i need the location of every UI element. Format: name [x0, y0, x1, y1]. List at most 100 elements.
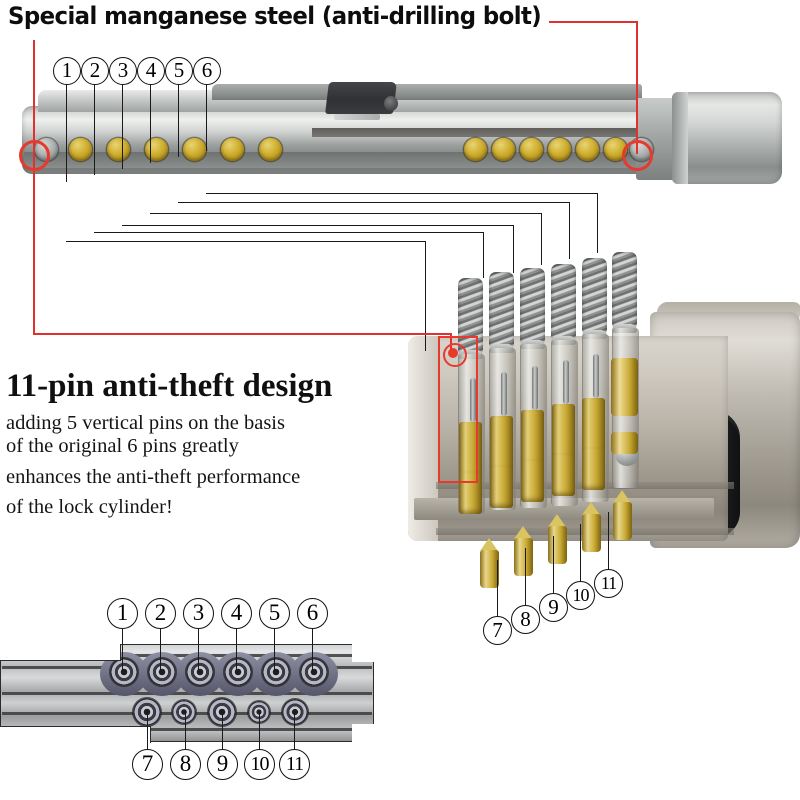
- body-line-3: enhances the anti-theft performance: [6, 466, 301, 488]
- vertical-pin: [480, 550, 499, 588]
- vertical-pin: [613, 502, 632, 540]
- schematic-badge-4: 4: [221, 598, 252, 629]
- callout-badge-5: 5: [165, 57, 193, 85]
- headline: 11-pin anti-theft design: [6, 368, 333, 404]
- key-pin-upper: [552, 454, 575, 496]
- callout-badge-6: 6: [193, 57, 221, 85]
- callout-label: 5: [268, 600, 281, 625]
- schematic-leader-2: [160, 629, 162, 673]
- schematic-leader-3: [198, 629, 200, 673]
- vertical-pin-tip: [480, 538, 498, 551]
- vertical-pin-pointer-horizontal: [33, 333, 452, 336]
- callout-badge-1: 1: [53, 57, 81, 85]
- callout-label: 9: [216, 751, 229, 776]
- driver-pin: [552, 404, 575, 460]
- callout-label: 2: [154, 600, 167, 625]
- schematic-leader-7: [147, 712, 149, 750]
- driver-rod: [501, 372, 507, 416]
- schematic-badge-10: 10: [244, 749, 275, 780]
- cutaway-cylinder-render: [400, 250, 800, 630]
- schematic-pin-hole-1: [110, 658, 138, 686]
- driver-pin-barrel-lower: [611, 432, 638, 454]
- leader-drop-5: [569, 202, 571, 259]
- vertical-pin-marker-dot: [448, 348, 458, 358]
- body-line-2: of the original 6 pins greatly: [6, 435, 239, 457]
- page-title: Special manganese steel (anti-drilling b…: [8, 2, 542, 30]
- body-line-1: adding 5 vertical pins on the basis: [6, 412, 285, 434]
- schematic-badge-7: 7: [132, 749, 163, 780]
- anti-drill-bolt-highlight-right: [622, 140, 653, 171]
- schematic-leader-8: [185, 712, 187, 750]
- callout-label: 11: [285, 753, 304, 775]
- left-edge-red-line: [33, 40, 36, 335]
- schematic-badge-6: 6: [297, 598, 328, 629]
- leader-jog-3: [122, 225, 514, 227]
- brass-pin: [576, 138, 599, 161]
- schematic-leader-4: [236, 629, 238, 673]
- callout-label: 5: [173, 58, 185, 82]
- brass-pin: [145, 138, 168, 161]
- leader-jog-6: [206, 193, 598, 195]
- leader-drop-3: [513, 225, 515, 273]
- brass-pin: [107, 138, 130, 161]
- schematic-blade-notch-bottom: [0, 726, 151, 743]
- callout-badge-2: 2: [81, 57, 109, 85]
- callout-label: 8: [520, 607, 531, 631]
- leader-drop-1: [425, 241, 427, 351]
- driver-pin-barrel: [611, 358, 638, 416]
- schematic-badge-1: 1: [107, 598, 138, 629]
- vertical-pin: [582, 514, 601, 552]
- callout-label: 4: [230, 600, 243, 625]
- anti-drill-bolt-highlight-left: [19, 140, 50, 171]
- vertical-pin-tip: [613, 490, 631, 503]
- driver-rod: [563, 360, 569, 404]
- leader-line-1: [66, 85, 68, 182]
- cam-tab-shine: [334, 114, 380, 120]
- callout-label: 9: [548, 595, 559, 619]
- schematic-badge-9: 9: [207, 749, 238, 780]
- callout-label: 11: [600, 573, 617, 593]
- vertical-pin: [548, 526, 567, 564]
- cutaway-leader-11: [608, 512, 610, 570]
- vertical-pin-tip: [514, 526, 532, 539]
- cutaway-leader-7: [497, 560, 499, 618]
- schematic-leader-10: [259, 712, 261, 750]
- schematic-badge-5: 5: [259, 598, 290, 629]
- callout-label: 6: [201, 58, 213, 82]
- callout-badge-3: 3: [109, 57, 137, 85]
- schematic-leader-6: [312, 629, 314, 673]
- schematic-leader-9: [222, 712, 224, 750]
- callout-label: 6: [306, 600, 319, 625]
- leader-jog-1: [66, 241, 426, 243]
- leader-line-5: [178, 85, 180, 157]
- callout-badge-9-cutaway: 9: [539, 593, 568, 622]
- driver-rod: [593, 354, 599, 398]
- brass-pin: [548, 138, 571, 161]
- callout-badge-4: 4: [137, 57, 165, 85]
- schematic-blade-notch-top: [0, 644, 121, 661]
- leader-jog-5: [178, 202, 570, 204]
- callout-label: 4: [145, 58, 157, 82]
- driver-rod: [470, 378, 476, 422]
- schematic-pin-hole-3: [186, 658, 214, 686]
- pin-spring: [551, 264, 576, 342]
- schematic-pin-hole-2: [148, 658, 176, 686]
- callout-label: 2: [89, 58, 101, 82]
- schematic-pin-hole-6: [300, 658, 328, 686]
- schematic-corner-bottom-right: [352, 724, 374, 742]
- leader-jog-2: [94, 232, 484, 234]
- callout-label: 3: [117, 58, 129, 82]
- callout-label: 7: [492, 618, 503, 642]
- title-pointer-horizontal: [549, 21, 638, 24]
- cylinder-top-rail-secondary: [212, 84, 642, 100]
- schematic-badge-2: 2: [145, 598, 176, 629]
- cutaway-leader-8: [525, 548, 527, 608]
- schematic-pin-hole-5: [262, 658, 290, 686]
- brass-pin: [221, 138, 244, 161]
- callout-label: 8: [179, 751, 192, 776]
- schematic-outline: [0, 644, 374, 742]
- driver-rod: [532, 366, 538, 410]
- schematic-badge-8: 8: [170, 749, 201, 780]
- schematic-badge-3: 3: [183, 598, 214, 629]
- brass-pin: [259, 138, 282, 161]
